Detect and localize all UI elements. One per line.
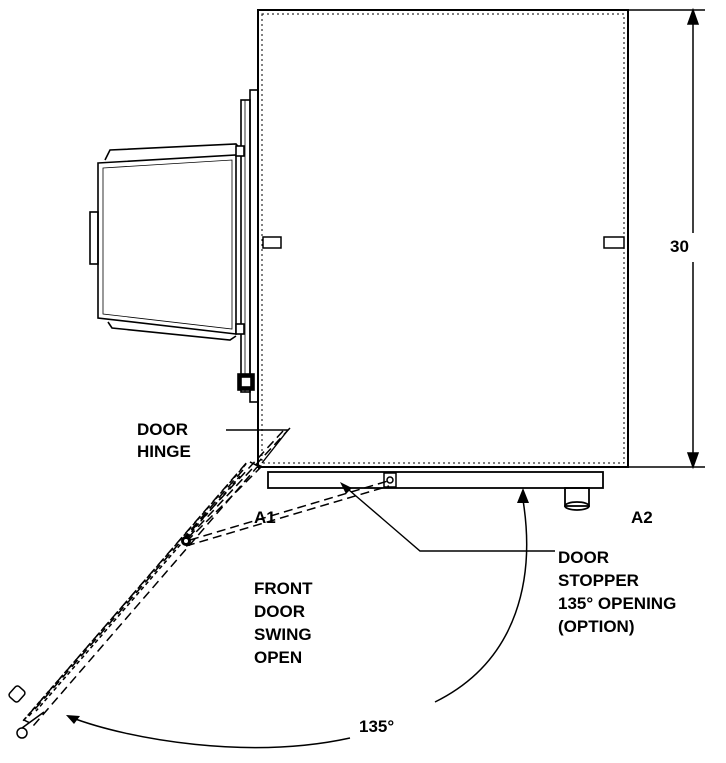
leader-lines: [226, 429, 555, 552]
dimension-30: [628, 7, 705, 470]
front-swing-line4: OPEN: [254, 648, 302, 667]
stopper-line4: (OPTION): [558, 617, 635, 636]
door-handle: [8, 685, 45, 739]
door-stopper-pivot: [383, 472, 397, 488]
angle-arc: [66, 488, 529, 749]
label-a1: A1: [254, 508, 276, 527]
door-hinge-label-line2: HINGE: [137, 442, 191, 461]
stopper-line2: STOPPER: [558, 571, 639, 590]
angle-label: 135°: [359, 717, 394, 736]
door-hinge-label: DOOR HINGE: [137, 420, 191, 461]
cabinet-tabs: [262, 236, 625, 249]
front-swing-line2: DOOR: [254, 602, 305, 621]
label-a2: A2: [631, 508, 653, 527]
cabinet-body: [257, 9, 629, 468]
stopper-line3: 135° OPENING: [558, 594, 676, 613]
stopper-line1: DOOR: [558, 548, 609, 567]
base-rail: [267, 471, 604, 511]
door-stopper-label: DOOR STOPPER 135° OPENING (OPTION): [558, 548, 676, 636]
front-swing-line3: SWING: [254, 625, 312, 644]
side-unit: [89, 89, 259, 403]
hinge-point: [258, 464, 262, 470]
front-door-swing-label: FRONT DOOR SWING OPEN: [254, 579, 313, 667]
door-arm-pivot: [181, 536, 191, 546]
swung-door-outline: [21, 427, 390, 726]
dimension-label: 30: [670, 237, 689, 256]
front-swing-line1: FRONT: [254, 579, 313, 598]
door-hinge-label-line1: DOOR: [137, 420, 188, 439]
